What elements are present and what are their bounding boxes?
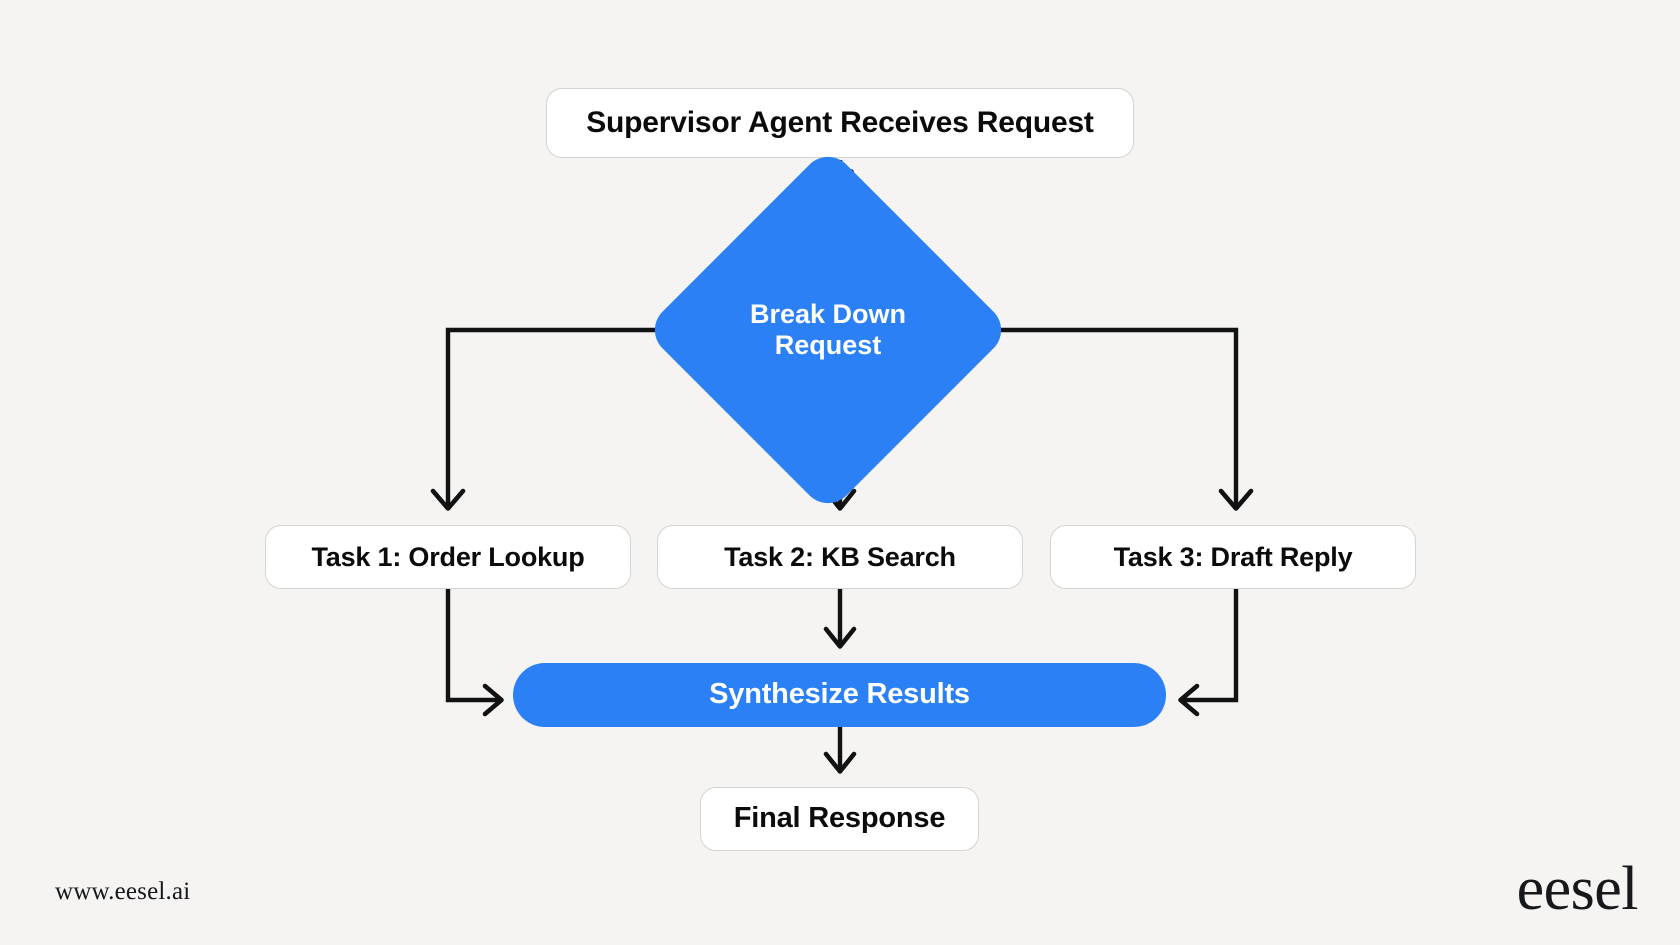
node-label: Task 2: KB Search <box>724 541 956 572</box>
node-label: Task 3: Draft Reply <box>1113 541 1353 572</box>
node-label: Supervisor Agent Receives Request <box>586 105 1094 139</box>
node-synthesize-results[interactable]: Synthesize Results <box>513 663 1166 727</box>
edge-decision-to-task3 <box>956 327 1254 511</box>
node-label: Final Response <box>733 802 946 835</box>
node-task-3-draft-reply[interactable]: Task 3: Draft Reply <box>1050 525 1416 589</box>
site-url: www.eesel.ai <box>55 878 191 905</box>
node-label: Task 1: Order Lookup <box>311 541 585 572</box>
node-task-2-kb-search[interactable]: Task 2: KB Search <box>657 525 1023 589</box>
brand-logo: eesel <box>1516 855 1639 923</box>
node-final-response[interactable]: Final Response <box>700 787 979 851</box>
edge-decision-to-task1 <box>430 327 700 511</box>
node-label: Synthesize Results <box>709 678 970 711</box>
edge-task2-to-synthesize <box>823 589 857 649</box>
node-supervisor-agent-receives-request[interactable]: Supervisor Agent Receives Request <box>546 88 1134 158</box>
node-label: Break Down Request <box>749 298 907 360</box>
edge-task1-to-synthesize <box>445 589 504 717</box>
node-break-down-request[interactable]: Break Down Request <box>644 146 1012 514</box>
edge-synthesize-to-final <box>823 727 857 774</box>
node-task-1-order-lookup[interactable]: Task 1: Order Lookup <box>265 525 631 589</box>
edge-task3-to-synthesize <box>1178 589 1239 717</box>
